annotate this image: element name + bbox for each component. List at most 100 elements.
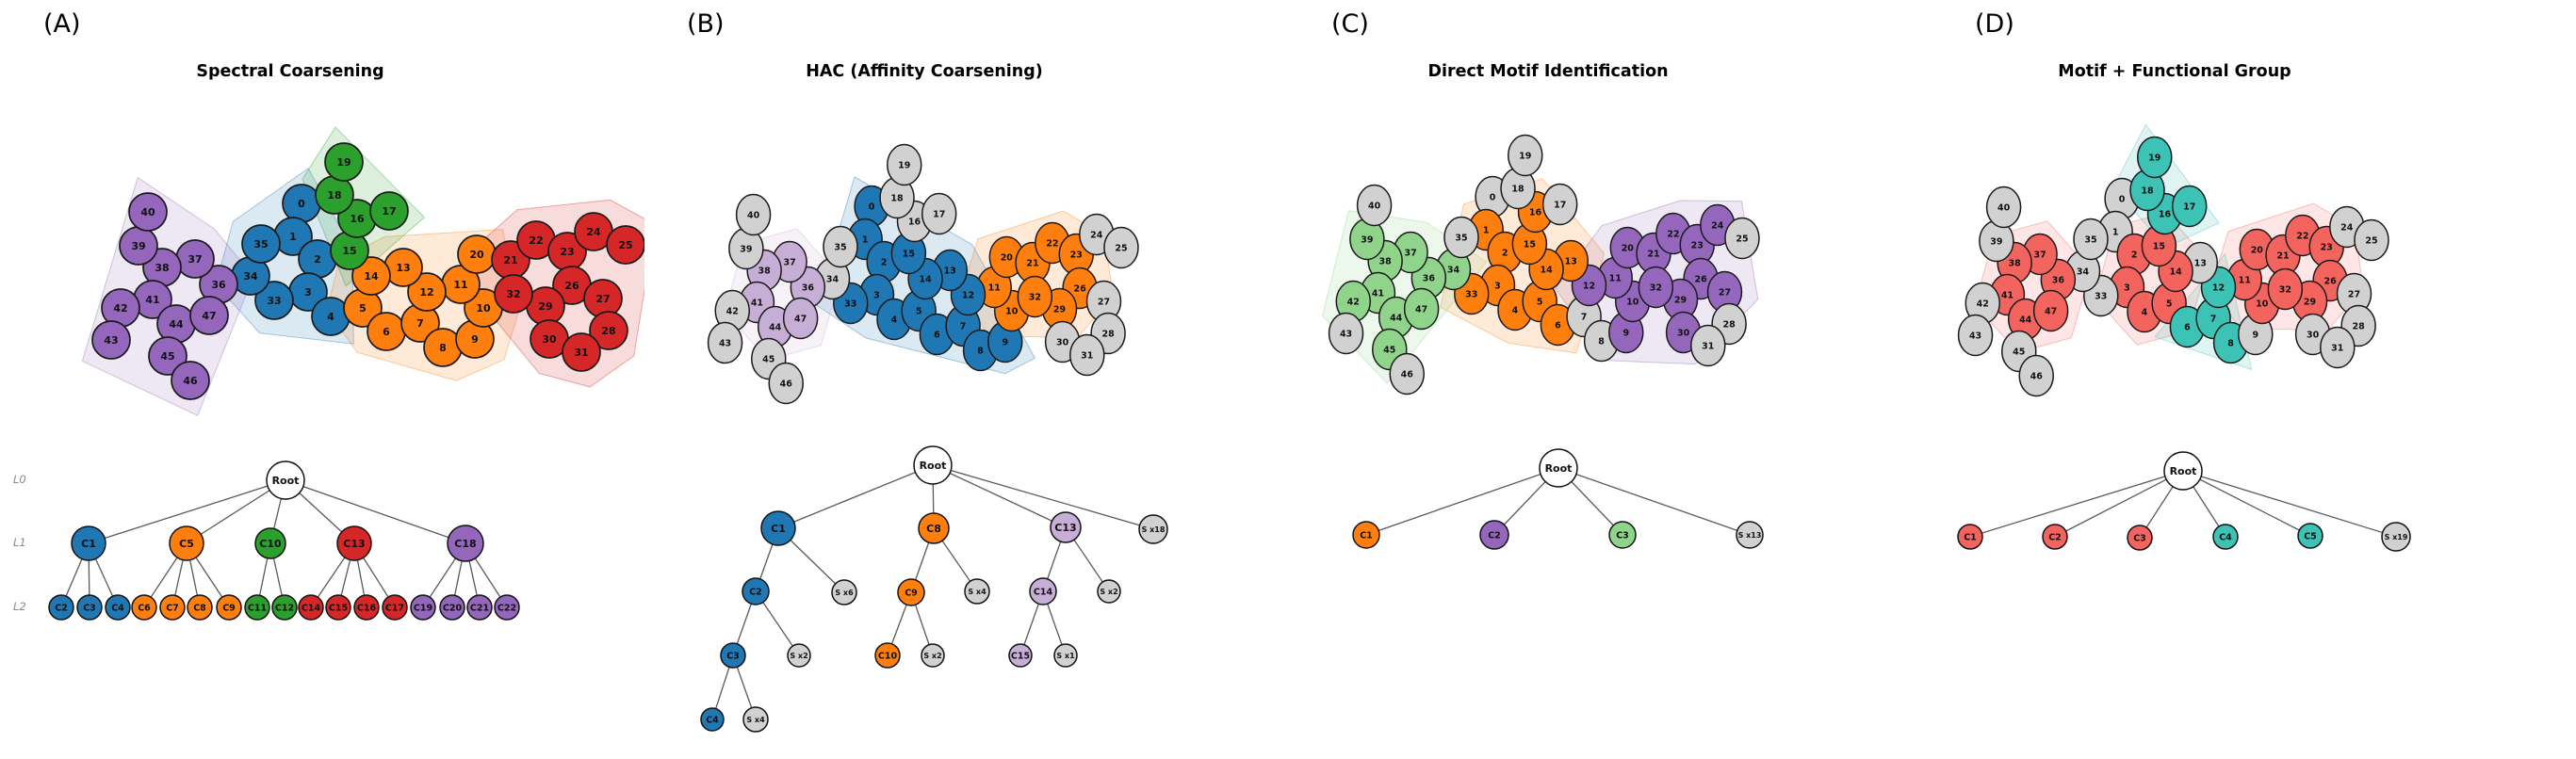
graph-node-label: 32 xyxy=(1029,292,1041,302)
tree-node-label: C3 xyxy=(1616,530,1629,541)
panel-b-title: HAC (Affinity Coarsening) xyxy=(806,62,1043,81)
tree-node-label: C21 xyxy=(470,603,489,613)
graph-node-label: 45 xyxy=(1383,345,1395,355)
graph-node-label: 36 xyxy=(2052,275,2065,285)
graph-node-label: 7 xyxy=(416,317,424,330)
tree-node-label: C16 xyxy=(357,603,377,613)
graph-node xyxy=(887,143,922,186)
tree-edge xyxy=(777,464,934,529)
tree-node-C2 xyxy=(742,577,770,606)
tree-node-C14 xyxy=(1029,577,1057,606)
graph-node-label: 32 xyxy=(1650,283,1662,293)
tree-node-label: S x1 xyxy=(1056,652,1075,660)
graph-node-label: 44 xyxy=(169,318,184,331)
graph-node-label: 9 xyxy=(1002,337,1008,347)
graph-node-label: 6 xyxy=(383,326,390,338)
graph-node-label: 26 xyxy=(564,280,579,292)
tree-node-label: C15 xyxy=(1011,651,1030,661)
graph-node-label: 2 xyxy=(2131,250,2138,260)
tree-node-C4 xyxy=(105,594,131,621)
tree-node-C13 xyxy=(1050,511,1082,543)
tree-node-label: C17 xyxy=(385,603,404,613)
graph-node-label: 24 xyxy=(1711,220,1724,231)
graph-node-label: 41 xyxy=(2001,290,2014,300)
tree-node-label: C3 xyxy=(2133,533,2146,543)
tree-node-C6 xyxy=(131,594,157,621)
graph-node-label: 26 xyxy=(1694,274,1707,284)
graph-node-label: 18 xyxy=(2141,186,2154,196)
graph-node-label: 21 xyxy=(1026,258,1038,268)
panel-d-title: Motif + Functional Group xyxy=(2058,62,2291,81)
tree-edge xyxy=(285,479,466,544)
graph-node-label: 11 xyxy=(453,279,467,291)
graph-node xyxy=(823,225,858,268)
graph-node-label: 8 xyxy=(439,342,447,354)
graph-node xyxy=(606,225,644,265)
graph-node-label: 32 xyxy=(2279,284,2291,295)
tree-node-C22 xyxy=(494,594,520,621)
graph-node-label: 24 xyxy=(1090,230,1103,240)
graph-node-label: 39 xyxy=(1990,236,2002,247)
graph-node-label: 46 xyxy=(2030,371,2044,381)
tree-node-S4a xyxy=(742,706,769,733)
graph-node-label: 34 xyxy=(2077,266,2090,277)
tree-node-C16 xyxy=(353,594,380,621)
graph-node-label: 5 xyxy=(2166,299,2173,309)
graph-node-label: 45 xyxy=(2013,347,2025,357)
graph-node-label: 38 xyxy=(758,266,772,276)
tree-node-C2 xyxy=(2042,524,2068,550)
graph-node-label: 29 xyxy=(2304,297,2316,307)
tree-node-C13 xyxy=(336,525,372,561)
level-label-l2: L2 xyxy=(13,600,26,613)
graph-node xyxy=(1017,275,1053,318)
tree-node-label: S x2 xyxy=(1100,588,1117,596)
graph-node-label: 19 xyxy=(898,160,910,170)
graph-node xyxy=(2267,267,2304,311)
graph-node-label: 10 xyxy=(2256,299,2269,309)
panel-c-label: (C) xyxy=(1331,9,1369,39)
tree-node-label: C20 xyxy=(443,603,463,613)
graph-node-label: 37 xyxy=(1404,248,1416,258)
graph-node-label: 14 xyxy=(919,274,932,284)
tree-node-C3 xyxy=(2127,525,2153,551)
graph-node-label: 37 xyxy=(187,253,202,266)
graph-node-label: 13 xyxy=(2194,258,2207,268)
graph-node-label: 1 xyxy=(289,231,297,243)
graph-node xyxy=(407,272,447,312)
tree-node-label: S x6 xyxy=(835,589,854,597)
graph-node-label: 18 xyxy=(327,189,341,202)
tree-node-C4 xyxy=(2212,524,2239,550)
graph-node-label: 1 xyxy=(1483,225,1490,235)
graph-node-label: 31 xyxy=(2331,343,2343,353)
graph-node-label: 43 xyxy=(104,334,118,347)
graph-node xyxy=(2073,218,2109,261)
graph-node-label: 11 xyxy=(988,283,1001,293)
graph-node-label: 16 xyxy=(2159,209,2172,219)
graph-node-label: 37 xyxy=(783,257,795,267)
graph-node xyxy=(1508,134,1543,177)
graph-node-label: 13 xyxy=(1565,256,1577,266)
tree-node-label: S x19 xyxy=(2385,533,2408,541)
graph-node-label: 23 xyxy=(1070,250,1083,260)
graph-node-label: 7 xyxy=(2210,314,2217,324)
tree-node-S6 xyxy=(831,579,857,606)
tree-edge xyxy=(1365,467,1559,536)
graph-node-label: 9 xyxy=(1622,328,1629,338)
tree-node-C3 xyxy=(720,642,746,669)
graph-node xyxy=(369,191,409,231)
graph-node-label: 16 xyxy=(1529,207,1542,218)
tree-node-label: C10 xyxy=(259,538,282,550)
tree-node-label: C8 xyxy=(926,523,941,535)
graph-node-label: 28 xyxy=(601,325,615,337)
graph-node-label: 33 xyxy=(2095,291,2107,301)
tree-node-C15 xyxy=(1008,643,1033,668)
tree-node-label: C2 xyxy=(749,587,762,597)
graph-node xyxy=(1403,287,1440,331)
graph-node-label: 4 xyxy=(891,315,898,325)
tree-node-label: S x13 xyxy=(1738,531,1762,540)
graph-node-label: 19 xyxy=(1519,151,1531,161)
tree-node-label: S x2 xyxy=(790,652,807,660)
